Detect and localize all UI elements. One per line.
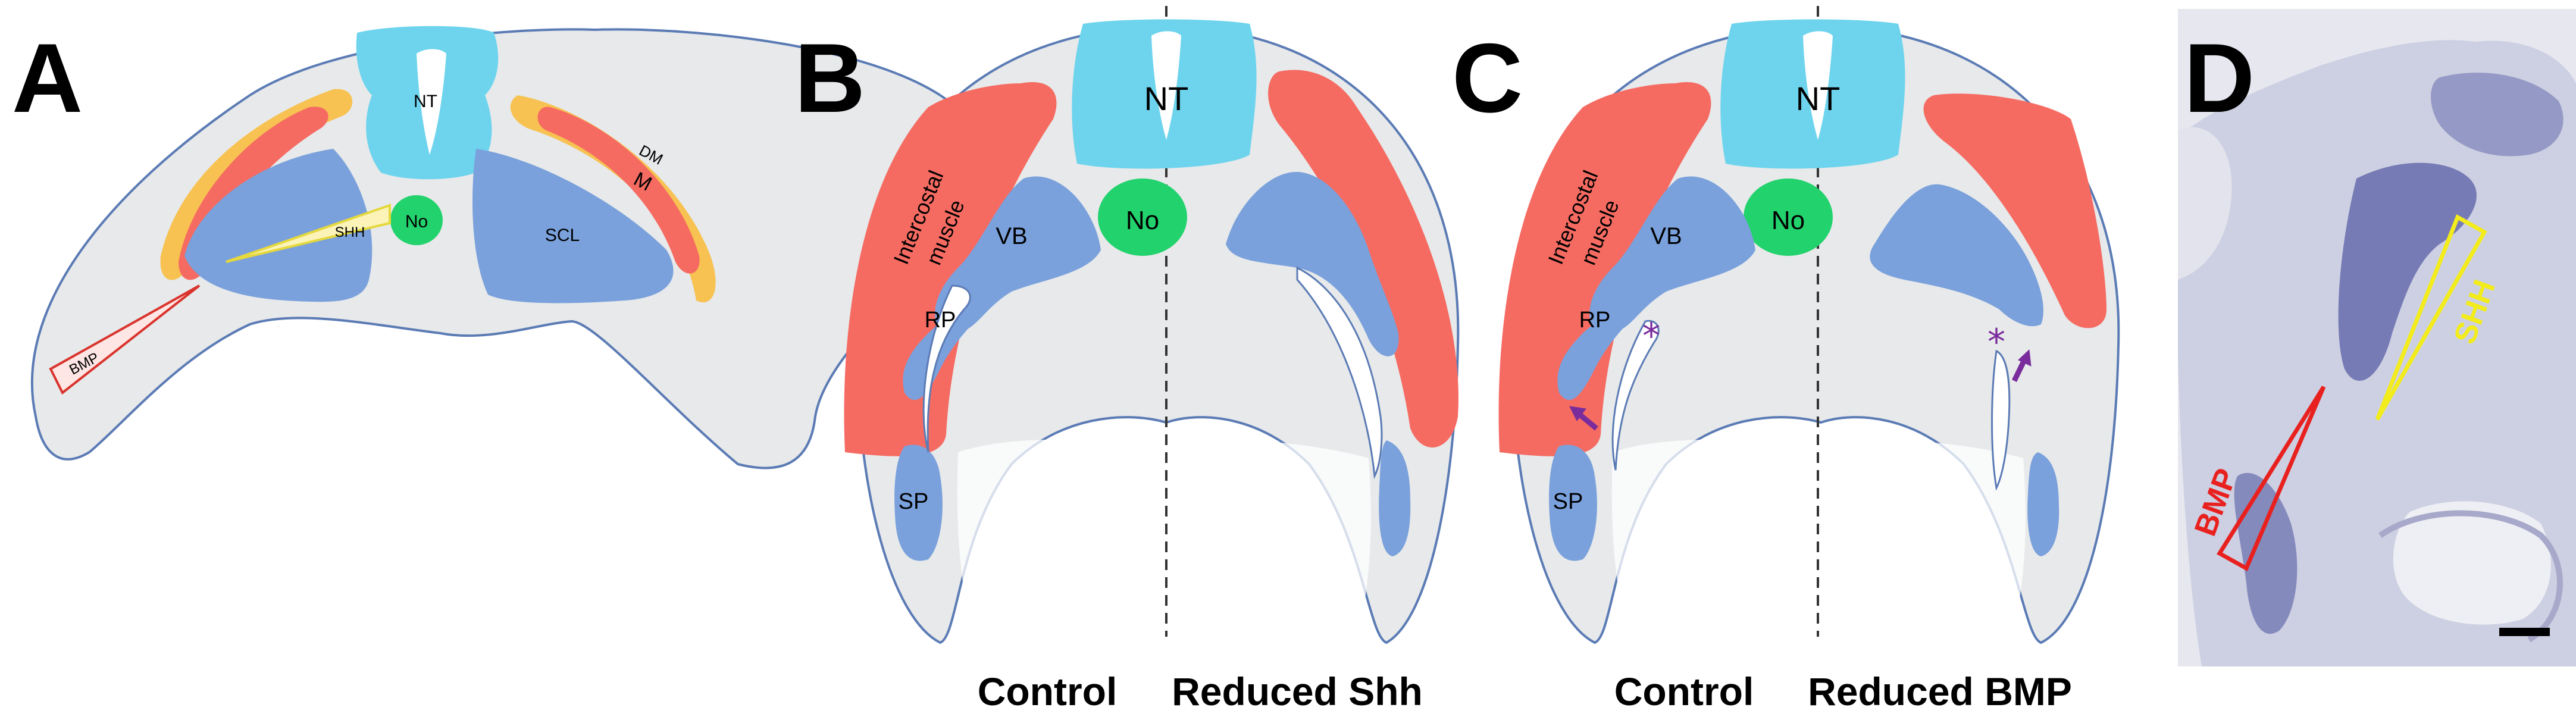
panel-c-rib-right: [1991, 349, 2011, 491]
panel-a-sclerotome-right: [472, 149, 674, 303]
panel-c-neural-canal: [1803, 31, 1833, 140]
panel-b-vb-right: [1226, 171, 1399, 356]
panel-b-sp-left: [894, 444, 943, 561]
panel-d-letter: D: [2184, 23, 2255, 133]
panel-d-bmp-gradient: [2217, 386, 2326, 571]
panel-c-arrow-left-icon: [1569, 406, 1598, 431]
panel-c-label-nt: NT: [1796, 80, 1841, 117]
panel-c-asterisk-left-icon: *: [1642, 315, 1660, 357]
panel-a-label-nt: NT: [414, 92, 437, 111]
panel-c-sp-right: [2027, 452, 2059, 556]
panel-b-body-cavity: [957, 439, 1371, 637]
panel-c-body-cavity: [1611, 439, 2026, 637]
panel-a-label-no: No: [405, 212, 428, 231]
panel-b-caption-reduced-shh: Reduced Shh: [1172, 669, 1423, 713]
panel-b-caption-control: Control: [978, 669, 1118, 713]
panel-d-lumen: [2393, 501, 2551, 625]
panel-a-dermomyotome-right: [510, 95, 716, 303]
panel-d-neural-tube-outline: [2378, 510, 2564, 643]
panel-d-shh-gradient: [2375, 214, 2487, 421]
panel-b-rib-right: [1296, 266, 1383, 480]
panel-b-label-no: No: [1126, 206, 1159, 235]
panel-b-sp-right: [1379, 440, 1411, 556]
panel-b-notochord: [1098, 179, 1187, 256]
panel-c-label-no: No: [1771, 206, 1805, 235]
panel-b-letter: B: [794, 23, 865, 133]
panel-b-neural-canal: [1151, 31, 1181, 140]
panel-a-label-scl: SCL: [545, 226, 580, 245]
panel-a-shh-gradient: [226, 204, 391, 263]
panel-c-asterisk-right-icon: *: [1987, 321, 2005, 363]
panel-b-muscle-left: [844, 82, 1057, 456]
panel-a-letter: A: [12, 23, 83, 133]
panel-c-rp-left: [1557, 298, 1654, 400]
panel-c-rib-left: [1611, 320, 1660, 471]
panel-b-label-rp: RP: [925, 308, 956, 333]
panel-a-neural-canal: [417, 49, 446, 155]
panel-c-label-rp: RP: [1579, 308, 1611, 333]
panel-a-notochord: [390, 195, 443, 245]
panel-b-label-nt: NT: [1144, 80, 1189, 117]
panel-d-bmp-staining-upper: [2338, 162, 2477, 381]
panel-d-shh-staining-upper: [2431, 73, 2564, 156]
panel-c-notochord: [1744, 179, 1833, 256]
panel-c-caption-reduced-bmp: Reduced BMP: [1808, 669, 2072, 713]
panel-c-muscle-right: [1923, 93, 2107, 328]
panel-a-myotome-right: [537, 107, 700, 274]
panel-c-arrow-right-icon: [2011, 349, 2032, 382]
panel-c-vb-right: [1870, 184, 2043, 327]
panel-d-scale-bar-icon: [2499, 628, 2550, 636]
panel-b-rib-left: [922, 284, 971, 453]
panel-d-tissue-upper-left: [2178, 127, 2232, 280]
panel-c-label-sp: SP: [1553, 489, 1583, 514]
panel-a-label-shh: SHH: [335, 224, 365, 240]
panel-c-vb-left: [1589, 176, 1755, 333]
panel-b-label-vb: VB: [996, 223, 1027, 249]
panel-c-label-vb: VB: [1650, 223, 1682, 249]
panel-b-vb-left: [935, 176, 1101, 333]
panel-c-letter: C: [1452, 23, 1523, 133]
panel-c-caption-control: Control: [1614, 669, 1754, 713]
panel-d: BMP SHH D: [2178, 9, 2576, 667]
panel-a: A NT No SCL SHH BMP DM M: [12, 23, 985, 469]
panel-c-sp-left: [1549, 444, 1597, 561]
panel-b: B NT No VB RP SP Intercostal muscle Cont…: [794, 6, 1460, 713]
panel-d-bmp-staining-lower: [2234, 472, 2298, 634]
panel-c-muscle-left: [1498, 82, 1711, 456]
panel-b-label-sp: SP: [899, 489, 929, 514]
panel-c: C * * NT No VB RP SP Intercostal: [1452, 6, 2120, 713]
panel-a-sclerotome-left: [184, 149, 373, 302]
panel-a-bmp-gradient: [49, 284, 201, 395]
